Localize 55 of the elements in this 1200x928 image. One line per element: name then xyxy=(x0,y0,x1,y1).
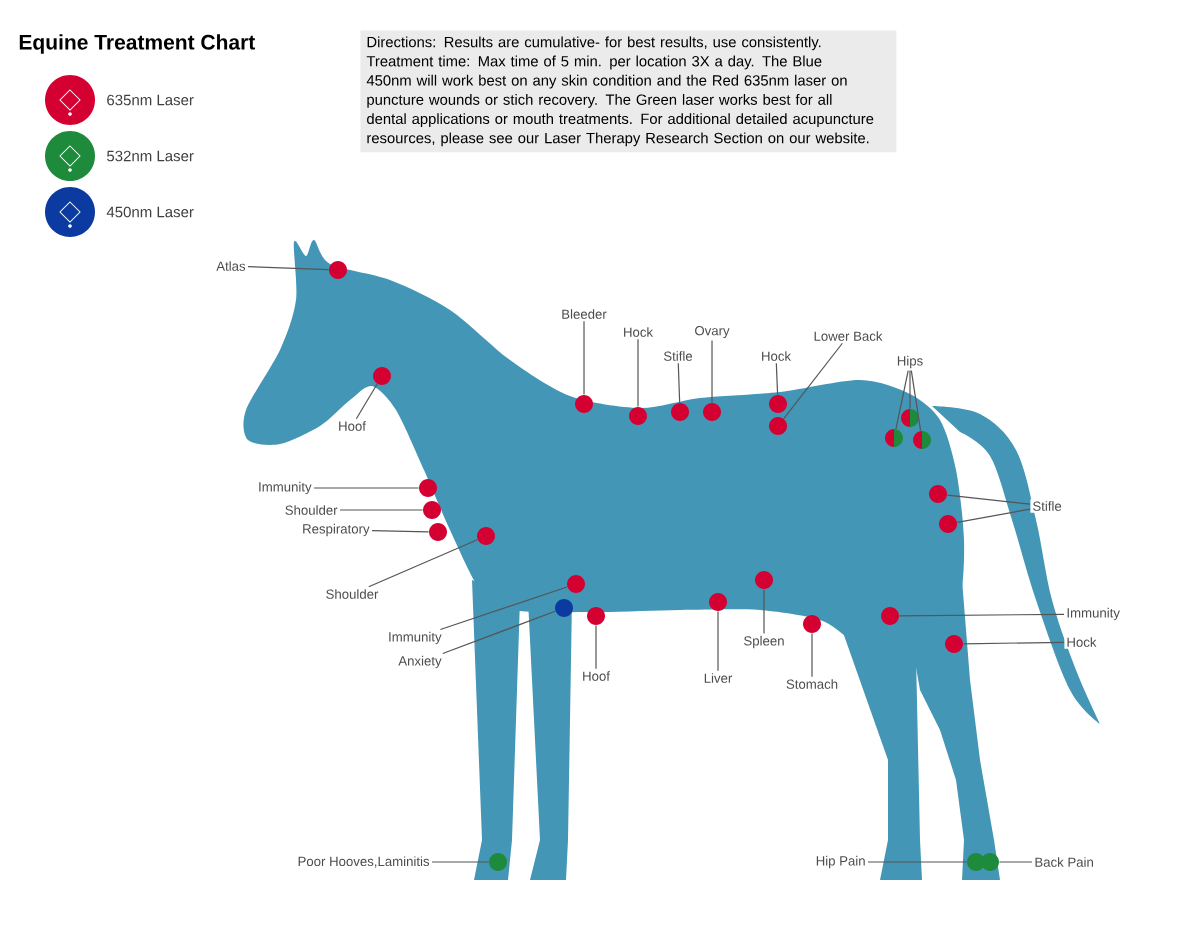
leader-line xyxy=(637,338,639,408)
treatment-point xyxy=(477,527,495,545)
leader-line xyxy=(998,861,1033,863)
treatment-point xyxy=(929,485,947,503)
leader-line xyxy=(910,369,922,432)
leader-line xyxy=(595,624,597,670)
leader-line xyxy=(313,487,420,489)
leader-line xyxy=(775,362,779,396)
leader-line xyxy=(763,588,765,635)
leader-line xyxy=(783,342,843,420)
treatment-point xyxy=(913,431,931,449)
leader-line xyxy=(339,509,424,511)
leader-line xyxy=(898,613,1065,617)
treatment-point xyxy=(755,571,773,589)
leader-line xyxy=(442,610,556,655)
treatment-point xyxy=(419,479,437,497)
treatment-point xyxy=(629,407,647,425)
treatment-point xyxy=(489,853,507,871)
leader-line xyxy=(439,586,568,631)
treatment-point xyxy=(587,607,605,625)
leader-line xyxy=(583,320,585,396)
treatment-point xyxy=(885,429,903,447)
treatment-point xyxy=(373,367,391,385)
leader-line xyxy=(368,539,478,588)
treatment-point xyxy=(671,403,689,421)
leader-line xyxy=(371,530,430,533)
treatment-point xyxy=(567,575,585,593)
leader-line xyxy=(717,610,719,672)
leader-line xyxy=(355,383,378,420)
leader-line xyxy=(962,641,1065,645)
treatment-point xyxy=(703,403,721,421)
treatment-point xyxy=(555,599,573,617)
treatment-point xyxy=(709,593,727,611)
leader-line xyxy=(811,632,813,678)
treatment-point xyxy=(945,635,963,653)
treatment-point xyxy=(881,607,899,625)
treatment-point xyxy=(429,523,447,541)
treatment-point xyxy=(423,501,441,519)
leader-line xyxy=(909,369,911,410)
leader-line xyxy=(895,369,909,430)
leader-line xyxy=(677,362,681,404)
treatment-point xyxy=(901,409,919,427)
treatment-point xyxy=(769,395,787,413)
treatment-point xyxy=(329,261,347,279)
chart-title: Equine Treatment Chart xyxy=(19,34,255,54)
leader-line xyxy=(247,266,330,271)
leader-line xyxy=(946,494,1031,505)
treatment-point xyxy=(769,417,787,435)
leader-line xyxy=(956,508,1031,523)
leader-line xyxy=(431,861,490,863)
leader-line xyxy=(711,339,713,404)
treatment-point xyxy=(803,615,821,633)
treatment-point xyxy=(939,515,957,533)
treatment-point xyxy=(981,853,999,871)
treatment-point xyxy=(575,395,593,413)
